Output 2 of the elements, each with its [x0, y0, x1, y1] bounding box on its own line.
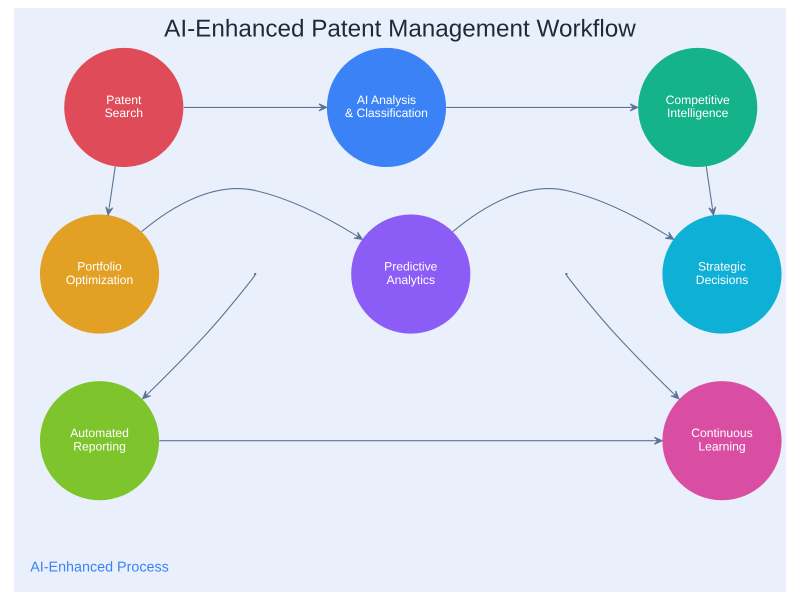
diagram-title: AI-Enhanced Patent Management Workflow — [164, 15, 636, 42]
label: AI-Enhanced Process — [30, 559, 169, 576]
